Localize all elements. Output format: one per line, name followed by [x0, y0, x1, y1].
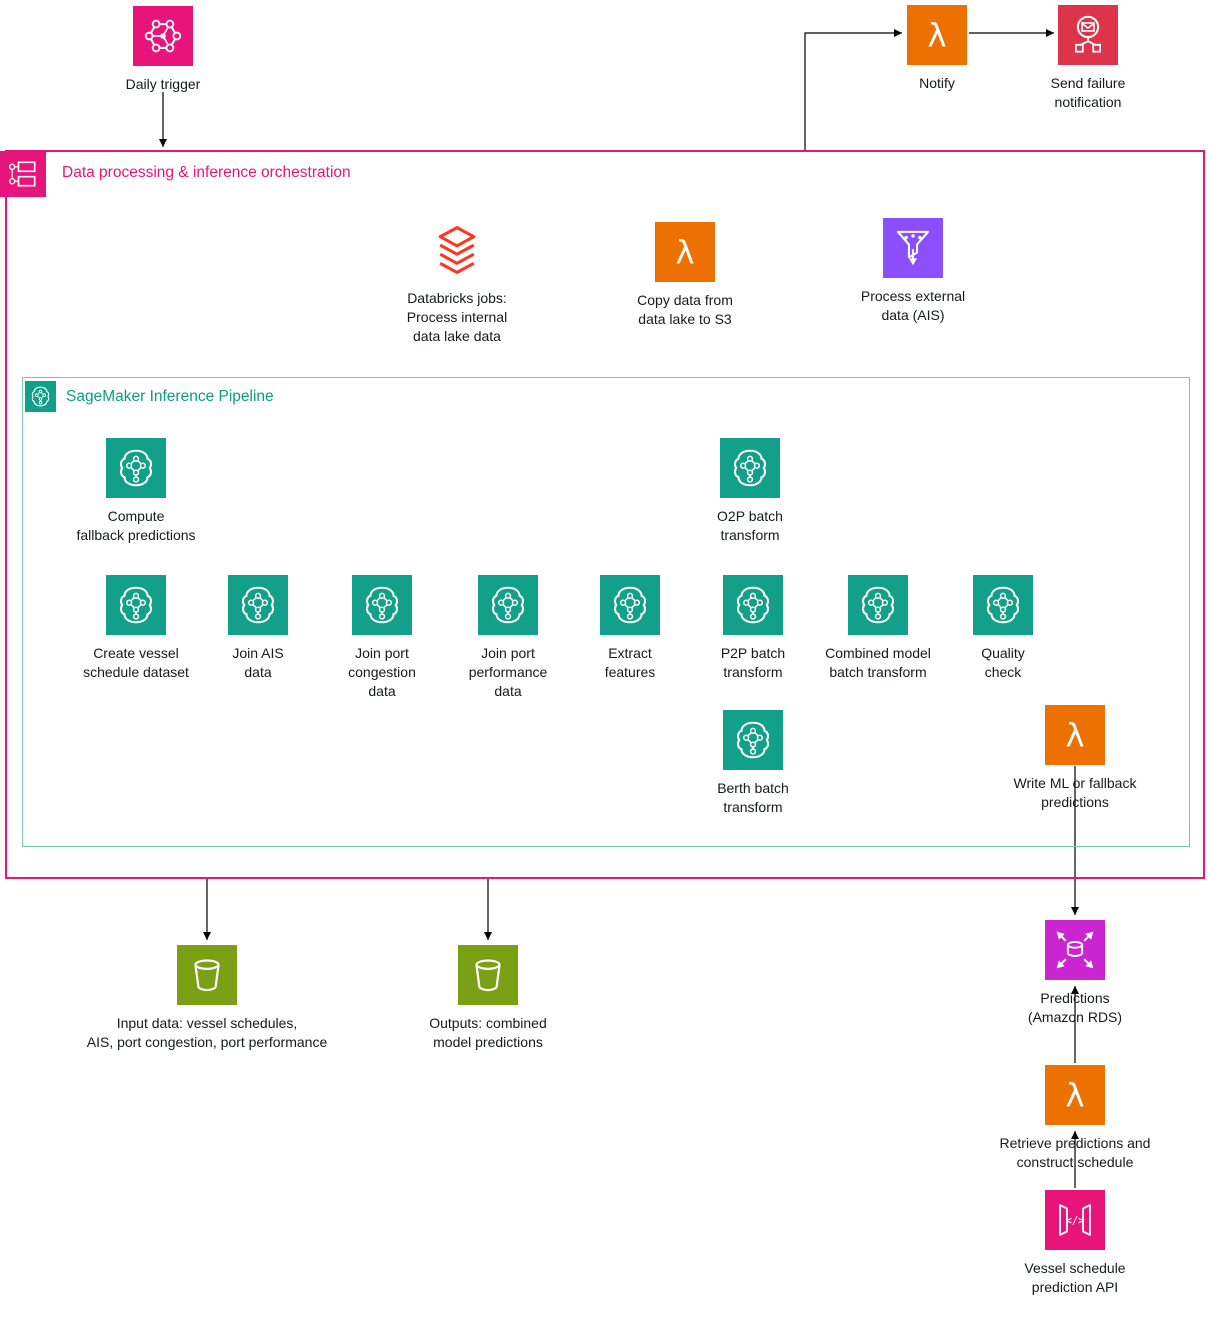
- lambda-icon: [1045, 1065, 1105, 1125]
- node-retrieve-predictions: Retrieve predictions and construct sched…: [950, 1065, 1200, 1172]
- api-gateway-icon: [1045, 1190, 1105, 1250]
- node-create-vessel-dataset: Create vessel schedule dataset: [46, 575, 226, 682]
- lambda-icon: [1045, 705, 1105, 765]
- database-scale-out-icon: [1045, 920, 1105, 980]
- node-label: Combined model batch transform: [825, 645, 931, 681]
- node-databricks-jobs: Databricks jobs: Process internal data l…: [337, 220, 577, 346]
- sagemaker-brain-icon: [723, 575, 783, 635]
- node-label: Join port congestion data: [348, 645, 416, 700]
- node-vessel-schedule-api: Vessel schedule prediction API: [975, 1190, 1175, 1297]
- sagemaker-brain-icon: [723, 710, 783, 770]
- orchestration-group-box: [5, 150, 1205, 879]
- funnel-icon: [883, 218, 943, 278]
- node-label: Process external data (AIS): [860, 288, 966, 324]
- workflow-hexagon-icon: [133, 6, 193, 66]
- node-compute-fallback: Compute fallback predictions: [26, 438, 246, 545]
- node-input-data-bucket: Input data: vessel schedules, AIS, port …: [17, 945, 397, 1052]
- lambda-icon: [907, 5, 967, 65]
- s3-bucket-icon: [177, 945, 237, 1005]
- node-join-port-performance: Join port performance data: [433, 575, 583, 701]
- sagemaker-icon: [25, 381, 56, 412]
- node-label: Join port performance data: [468, 645, 548, 700]
- node-copy-data: Copy data from data lake to S3: [565, 222, 805, 329]
- node-o2p-batch-transform: O2P batch transform: [650, 438, 850, 545]
- node-label: Notify: [919, 75, 955, 91]
- sagemaker-brain-icon: [478, 575, 538, 635]
- email-notification-icon: [1058, 5, 1118, 65]
- sagemaker-pipeline-title: SageMaker Inference Pipeline: [66, 388, 274, 405]
- node-label: Create vessel schedule dataset: [83, 645, 189, 681]
- node-combined-model-batch: Combined model batch transform: [788, 575, 968, 682]
- node-label: Predictions (Amazon RDS): [1027, 990, 1123, 1026]
- node-label: Send failure notification: [1050, 75, 1126, 111]
- s3-bucket-icon: [458, 945, 518, 1005]
- node-label: Vessel schedule prediction API: [1024, 1260, 1126, 1296]
- node-label: O2P batch transform: [717, 508, 783, 544]
- node-label: Databricks jobs: Process internal data l…: [406, 290, 508, 345]
- node-process-external-data: Process external data (AIS): [793, 218, 1033, 325]
- node-label: Daily trigger: [125, 76, 201, 92]
- node-label: Join AIS data: [232, 645, 284, 681]
- sagemaker-brain-icon: [228, 575, 288, 635]
- node-join-ais-data: Join AIS data: [188, 575, 328, 682]
- node-outputs-bucket: Outputs: combined model predictions: [378, 945, 598, 1052]
- node-label: Copy data from data lake to S3: [637, 292, 733, 328]
- node-quality-check: Quality check: [933, 575, 1073, 682]
- sagemaker-brain-icon: [352, 575, 412, 635]
- node-label: Extract features: [604, 645, 656, 681]
- node-label: Outputs: combined model predictions: [429, 1015, 547, 1051]
- node-extract-features: Extract features: [560, 575, 700, 682]
- node-label: Compute fallback predictions: [76, 508, 196, 544]
- lambda-icon: [655, 222, 715, 282]
- node-label: Retrieve predictions and construct sched…: [999, 1135, 1151, 1171]
- sagemaker-brain-icon: [973, 575, 1033, 635]
- node-label: Berth batch transform: [717, 780, 789, 816]
- orchestration-group-title: Data processing & inference orchestratio…: [62, 164, 351, 181]
- node-notify: Notify: [837, 5, 1037, 93]
- sagemaker-brain-icon: [106, 575, 166, 635]
- node-label: Write ML or fallback predictions: [1013, 775, 1137, 811]
- sagemaker-brain-icon: [720, 438, 780, 498]
- sagemaker-brain-icon: [106, 438, 166, 498]
- sagemaker-brain-icon: [600, 575, 660, 635]
- databricks-layers-icon: [427, 220, 487, 280]
- node-join-port-congestion: Join port congestion data: [307, 575, 457, 701]
- node-label: Input data: vessel schedules, AIS, port …: [86, 1015, 328, 1051]
- node-label: Quality check: [981, 645, 1025, 681]
- step-functions-icon: [0, 151, 46, 197]
- sagemaker-pipeline-box: [22, 377, 1190, 847]
- node-label: P2P batch transform: [720, 645, 786, 681]
- node-daily-trigger: Daily trigger: [63, 6, 263, 94]
- node-send-failure-notification: Send failure notification: [988, 5, 1188, 112]
- node-write-predictions: Write ML or fallback predictions: [965, 705, 1185, 812]
- node-predictions-rds: Predictions (Amazon RDS): [975, 920, 1175, 1027]
- sagemaker-brain-icon: [848, 575, 908, 635]
- node-berth-batch-transform: Berth batch transform: [673, 710, 833, 817]
- node-p2p-batch-transform: P2P batch transform: [678, 575, 828, 682]
